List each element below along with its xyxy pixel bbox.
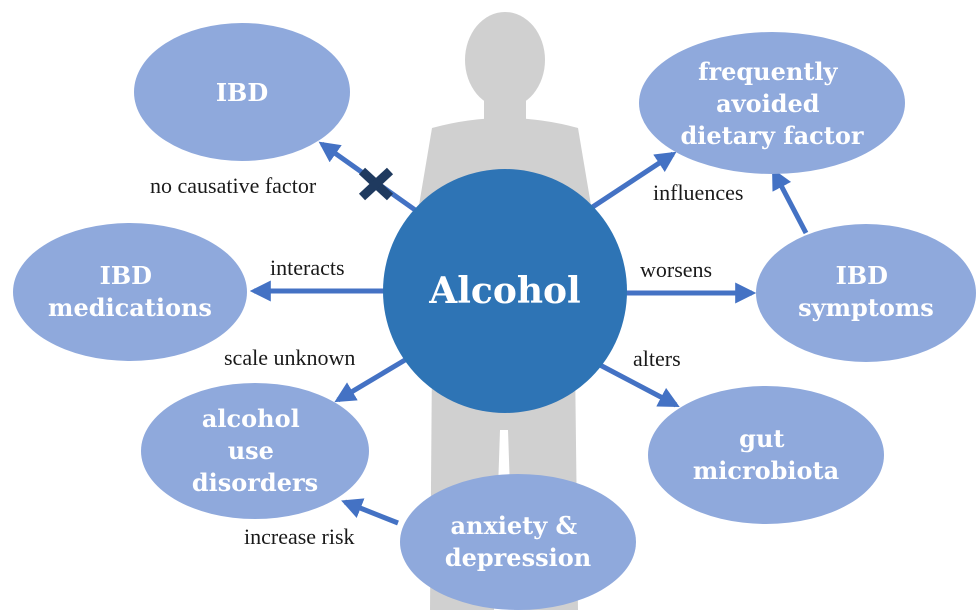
label-alters: alters	[633, 346, 681, 371]
node-anxiety-label: anxiety & depression	[445, 511, 591, 572]
node-alcohol: Alcohol	[383, 169, 627, 413]
label-worsens: worsens	[640, 257, 712, 282]
node-symptoms-label: IBD symptoms	[798, 261, 934, 322]
node-ibd: IBD	[134, 23, 350, 161]
label-scale-unknown: scale unknown	[224, 345, 355, 370]
label-interacts: interacts	[270, 255, 345, 280]
node-use-disorders-label: alcohol use disorders	[192, 404, 318, 497]
arrow-anxiety-to-disorders	[341, 498, 399, 526]
arrow-to-use-disorders	[334, 357, 407, 403]
node-medications-label: IBD medications	[48, 261, 212, 322]
node-anxiety: anxiety & depression	[400, 474, 636, 610]
arrow-to-microbiota	[598, 362, 680, 408]
node-dietary-factor-label: frequently avoided dietary factor	[681, 57, 864, 150]
node-symptoms: IBD symptoms	[756, 224, 976, 362]
node-microbiota: gut microbiota	[648, 386, 884, 524]
edge-labels: no causative factor influences interacts…	[150, 173, 743, 549]
center-label: Alcohol	[428, 270, 580, 312]
node-microbiota-label: gut microbiota	[693, 424, 839, 485]
node-medications: IBD medications	[13, 223, 247, 361]
node-ibd-label: IBD	[216, 78, 268, 107]
arrow-symptoms-to-dietary	[771, 168, 809, 235]
arrows	[249, 141, 809, 526]
cross-icon	[358, 167, 394, 201]
label-influences: influences	[653, 180, 743, 205]
label-increase-risk: increase risk	[244, 524, 355, 549]
node-use-disorders: alcohol use disorders	[141, 383, 369, 519]
label-no-causative-factor: no causative factor	[150, 173, 317, 198]
arrow-to-dietary-factor	[586, 151, 677, 213]
node-dietary-factor: frequently avoided dietary factor	[639, 32, 905, 174]
